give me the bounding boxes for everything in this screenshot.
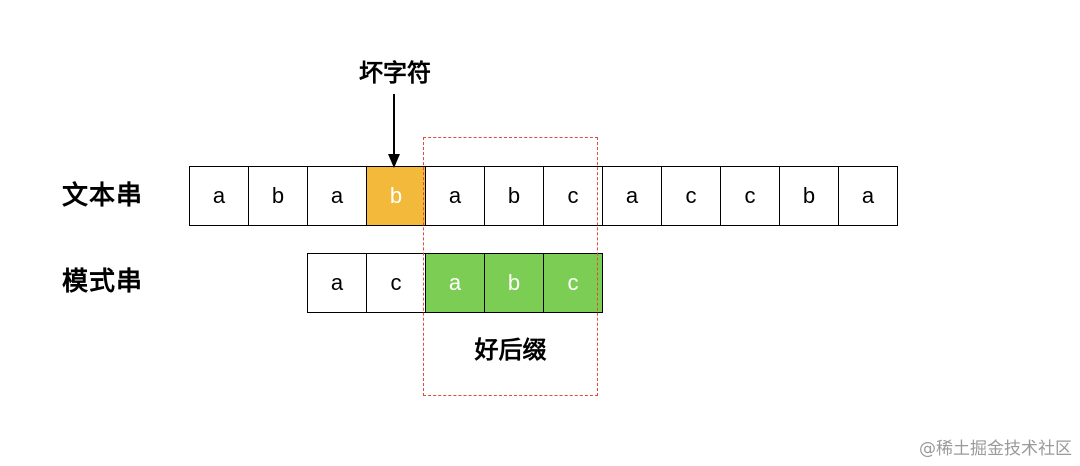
- char-cell: a: [838, 166, 898, 226]
- bad-character-label: 坏字符: [359, 59, 431, 87]
- char-cell: a: [189, 166, 249, 226]
- text-string-label: 文本串: [62, 181, 144, 211]
- char-cell: a: [307, 166, 367, 226]
- pattern-string-label: 模式串: [62, 267, 144, 297]
- bad-char-cell: b: [366, 166, 426, 226]
- char-cell: a: [602, 166, 662, 226]
- good-suffix-cell: b: [484, 253, 544, 313]
- good-suffix-highlight-box: [423, 137, 598, 396]
- watermark: @稀土掘金技术社区: [919, 439, 1072, 459]
- down-arrow-icon: [388, 94, 400, 168]
- char-cell: c: [366, 253, 426, 313]
- char-cell: a: [307, 253, 367, 313]
- char-cell: c: [720, 166, 780, 226]
- good-suffix-cell: c: [543, 253, 603, 313]
- char-cell: b: [779, 166, 839, 226]
- char-cell: c: [543, 166, 603, 226]
- char-cell: a: [425, 166, 485, 226]
- good-suffix-cell: a: [425, 253, 485, 313]
- good-suffix-label: 好后缀: [474, 336, 547, 364]
- char-cell: c: [661, 166, 721, 226]
- char-cell: b: [248, 166, 308, 226]
